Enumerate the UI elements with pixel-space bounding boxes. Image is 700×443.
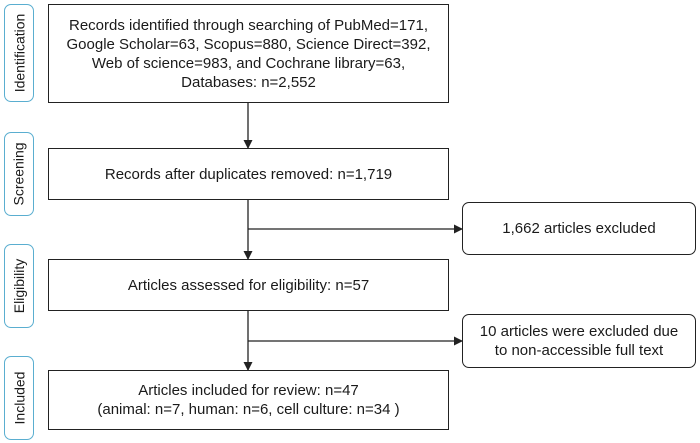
- records-screened-line-1: Records after duplicates removed: n=1,71…: [104, 165, 393, 183]
- included-line-1: Articles included for review: n=47: [138, 382, 359, 399]
- records-identified-line-1: Records identified through searching of …: [69, 16, 428, 34]
- stage-screening-tab: Screening: [4, 132, 34, 216]
- stage-identification-label: Identification: [11, 13, 28, 93]
- records-screened-box: Records after duplicates removed: n=1,71…: [48, 148, 449, 200]
- excluded-fulltext-box: 10 articles were excluded due to non-acc…: [462, 314, 696, 368]
- stage-included-tab: Included: [4, 356, 34, 440]
- records-identified-box: Records identified through searching of …: [48, 4, 449, 103]
- included-line-2: (animal: n=7, human: n=6, cell culture: …: [97, 401, 400, 418]
- eligibility-box: Articles assessed for eligibility: n=57: [48, 259, 449, 311]
- records-identified-line-4: Databases: n=2,552: [181, 73, 316, 91]
- stage-included-label: Included: [11, 371, 27, 425]
- excluded-screen-line-1: 1,662 articles excluded: [502, 220, 656, 237]
- excluded-screen-box: 1,662 articles excluded: [462, 202, 696, 255]
- stage-eligibility-tab: Eligibility: [4, 244, 34, 328]
- excluded-fulltext-line-1: 10 articles were excluded due: [479, 323, 679, 340]
- records-identified-line-3: Web of science=983, and Cochrane library…: [91, 54, 406, 72]
- records-identified-line-2: Google Scholar=63, Scopus=880, Science D…: [66, 35, 431, 53]
- stage-identification-tab: Identification: [4, 4, 34, 102]
- stage-screening-label: Screening: [11, 142, 28, 206]
- eligibility-line-1: Articles assessed for eligibility: n=57: [127, 276, 370, 294]
- included-box: Articles included for review: n=47 (anim…: [48, 370, 449, 430]
- excluded-fulltext-line-2: to non-accessible full text: [494, 342, 664, 359]
- stage-eligibility-label: Eligibility: [11, 258, 27, 314]
